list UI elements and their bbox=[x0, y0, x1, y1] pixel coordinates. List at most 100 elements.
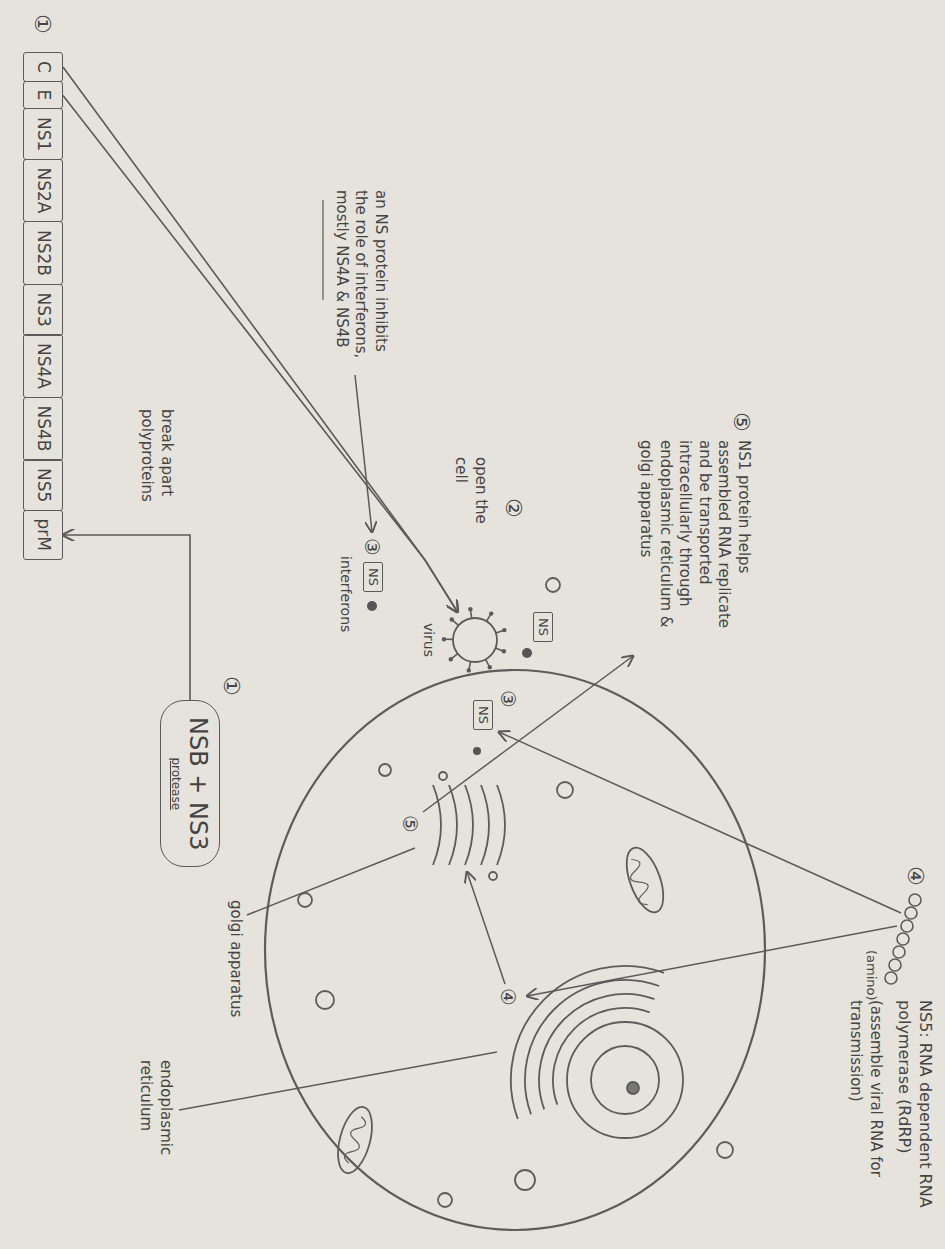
virus-particle: virus bbox=[441, 606, 509, 674]
golgi-cisterna bbox=[497, 785, 505, 865]
golgi-cisterna bbox=[433, 785, 441, 865]
vesicle bbox=[515, 1170, 535, 1190]
amino-bead bbox=[909, 894, 921, 906]
virus-spike bbox=[496, 631, 504, 634]
protein-dot bbox=[522, 648, 532, 658]
node-text: NS3 bbox=[25, 293, 62, 327]
connector-arrow bbox=[63, 535, 190, 700]
callout-number: ④ bbox=[900, 866, 929, 886]
part-label: endoplasmic reticulum bbox=[136, 1060, 175, 1210]
connector-arrow bbox=[63, 67, 458, 612]
virus-spike bbox=[445, 638, 453, 640]
note-text: an NS protein inhibits the role of inter… bbox=[332, 190, 391, 370]
virus-capsid bbox=[453, 618, 497, 662]
note-text: NS1 protein helps assembled RNA replicat… bbox=[636, 440, 753, 650]
polyprotein-segment: NS4B bbox=[23, 397, 63, 461]
mitochondrion bbox=[332, 1103, 379, 1176]
vesicle bbox=[316, 991, 334, 1009]
virus-spike-tip bbox=[468, 607, 472, 611]
node-subtext: protease bbox=[168, 717, 183, 850]
node-text: C bbox=[25, 61, 62, 73]
vesicle bbox=[546, 578, 560, 592]
er-fold bbox=[525, 980, 659, 1114]
nucleus-outer bbox=[567, 1022, 683, 1138]
node-text: NS bbox=[535, 618, 551, 636]
amino-bead bbox=[885, 972, 897, 984]
er-fold bbox=[511, 966, 664, 1119]
virus-outline bbox=[441, 606, 509, 674]
note-text: (assemble viral RNA for transmission) bbox=[846, 1000, 885, 1240]
polyprotein-segment: NS1 bbox=[23, 108, 63, 160]
er-fold bbox=[539, 994, 654, 1109]
nucleolus bbox=[627, 1082, 639, 1094]
virus-spike bbox=[496, 648, 503, 651]
polyprotein-segment: NS4A bbox=[23, 334, 63, 398]
callout-number: ⑤ bbox=[397, 815, 423, 833]
virus-spike-tip bbox=[488, 665, 492, 669]
amino-bead bbox=[901, 920, 913, 932]
connector-label: break apart polyproteins bbox=[137, 407, 176, 523]
amino-bead bbox=[905, 907, 917, 919]
callout-number: ③ bbox=[495, 690, 521, 708]
note-text: NS5: RNA dependent RNA polymerase (RdRP) bbox=[893, 1000, 935, 1240]
note-text: (amino) bbox=[862, 950, 879, 1001]
callout-number: ③ bbox=[359, 538, 385, 556]
virus-spike-tip bbox=[489, 611, 493, 615]
pointer-arrows bbox=[179, 200, 901, 1110]
note-text: interferons bbox=[337, 556, 355, 632]
virus-spike-tip bbox=[502, 628, 506, 632]
virus-spike-tip bbox=[442, 637, 446, 641]
ns-protein-box: NS bbox=[473, 700, 493, 730]
polyprotein-segment: NS5 bbox=[23, 459, 63, 511]
vesicle bbox=[298, 893, 312, 907]
node-text: NS4A bbox=[25, 343, 62, 389]
node-text: NS5 bbox=[25, 468, 62, 502]
pointer-arrow bbox=[355, 375, 372, 532]
leader-line bbox=[179, 1052, 497, 1110]
polyprotein-segment: NS2A bbox=[23, 159, 63, 223]
cell-drawing bbox=[265, 578, 765, 1230]
mitochondrion bbox=[619, 843, 670, 917]
vesicle bbox=[717, 1142, 733, 1158]
node-text: NS2A bbox=[25, 168, 62, 214]
mitochondrion-cristae bbox=[343, 1115, 367, 1164]
pointer-arrow bbox=[499, 732, 901, 913]
leader-line bbox=[247, 848, 415, 915]
protein-dot bbox=[367, 601, 377, 611]
polyprotein-segment: C bbox=[23, 52, 63, 82]
virus-spike bbox=[471, 610, 472, 618]
golgi-cisterna bbox=[449, 785, 457, 865]
vesicle bbox=[379, 764, 391, 776]
protein-dot bbox=[473, 747, 481, 755]
polyprotein-segment: prM bbox=[23, 510, 63, 560]
protease-cloud: NSB + NS3protease bbox=[160, 700, 220, 867]
pointer-arrow bbox=[467, 872, 505, 984]
mitochondrion-cristae bbox=[625, 857, 655, 907]
node-text: NS bbox=[475, 706, 491, 724]
vesicle bbox=[438, 1193, 452, 1207]
ns-protein-box: NS bbox=[533, 612, 553, 642]
node-text: E bbox=[25, 90, 62, 101]
protein-dots bbox=[367, 601, 532, 755]
callout-number: ② bbox=[498, 498, 527, 518]
ns-protein-box: NS bbox=[363, 562, 383, 592]
amino-bead bbox=[897, 933, 909, 945]
node-text: NS1 bbox=[25, 117, 62, 151]
vesicle bbox=[439, 772, 447, 780]
part-label: golgi apparatus bbox=[226, 900, 246, 1017]
callout-number: ⑤ bbox=[726, 412, 755, 432]
node-text: NSB + NS3 bbox=[183, 717, 213, 850]
virus-spike-tip bbox=[467, 668, 471, 672]
nucleus-inner bbox=[591, 1046, 659, 1114]
golgi-cisterna bbox=[465, 785, 473, 865]
node-text: virus bbox=[420, 606, 437, 674]
virus-spike-tip bbox=[502, 649, 506, 653]
node-text: NS bbox=[365, 568, 381, 586]
vesicle bbox=[557, 782, 573, 798]
amino-bead bbox=[889, 959, 901, 971]
virus-spike bbox=[469, 662, 471, 670]
virus-spike-tip bbox=[450, 617, 454, 621]
cell-membrane bbox=[265, 670, 765, 1230]
polyprotein-segment: NS3 bbox=[23, 284, 63, 336]
